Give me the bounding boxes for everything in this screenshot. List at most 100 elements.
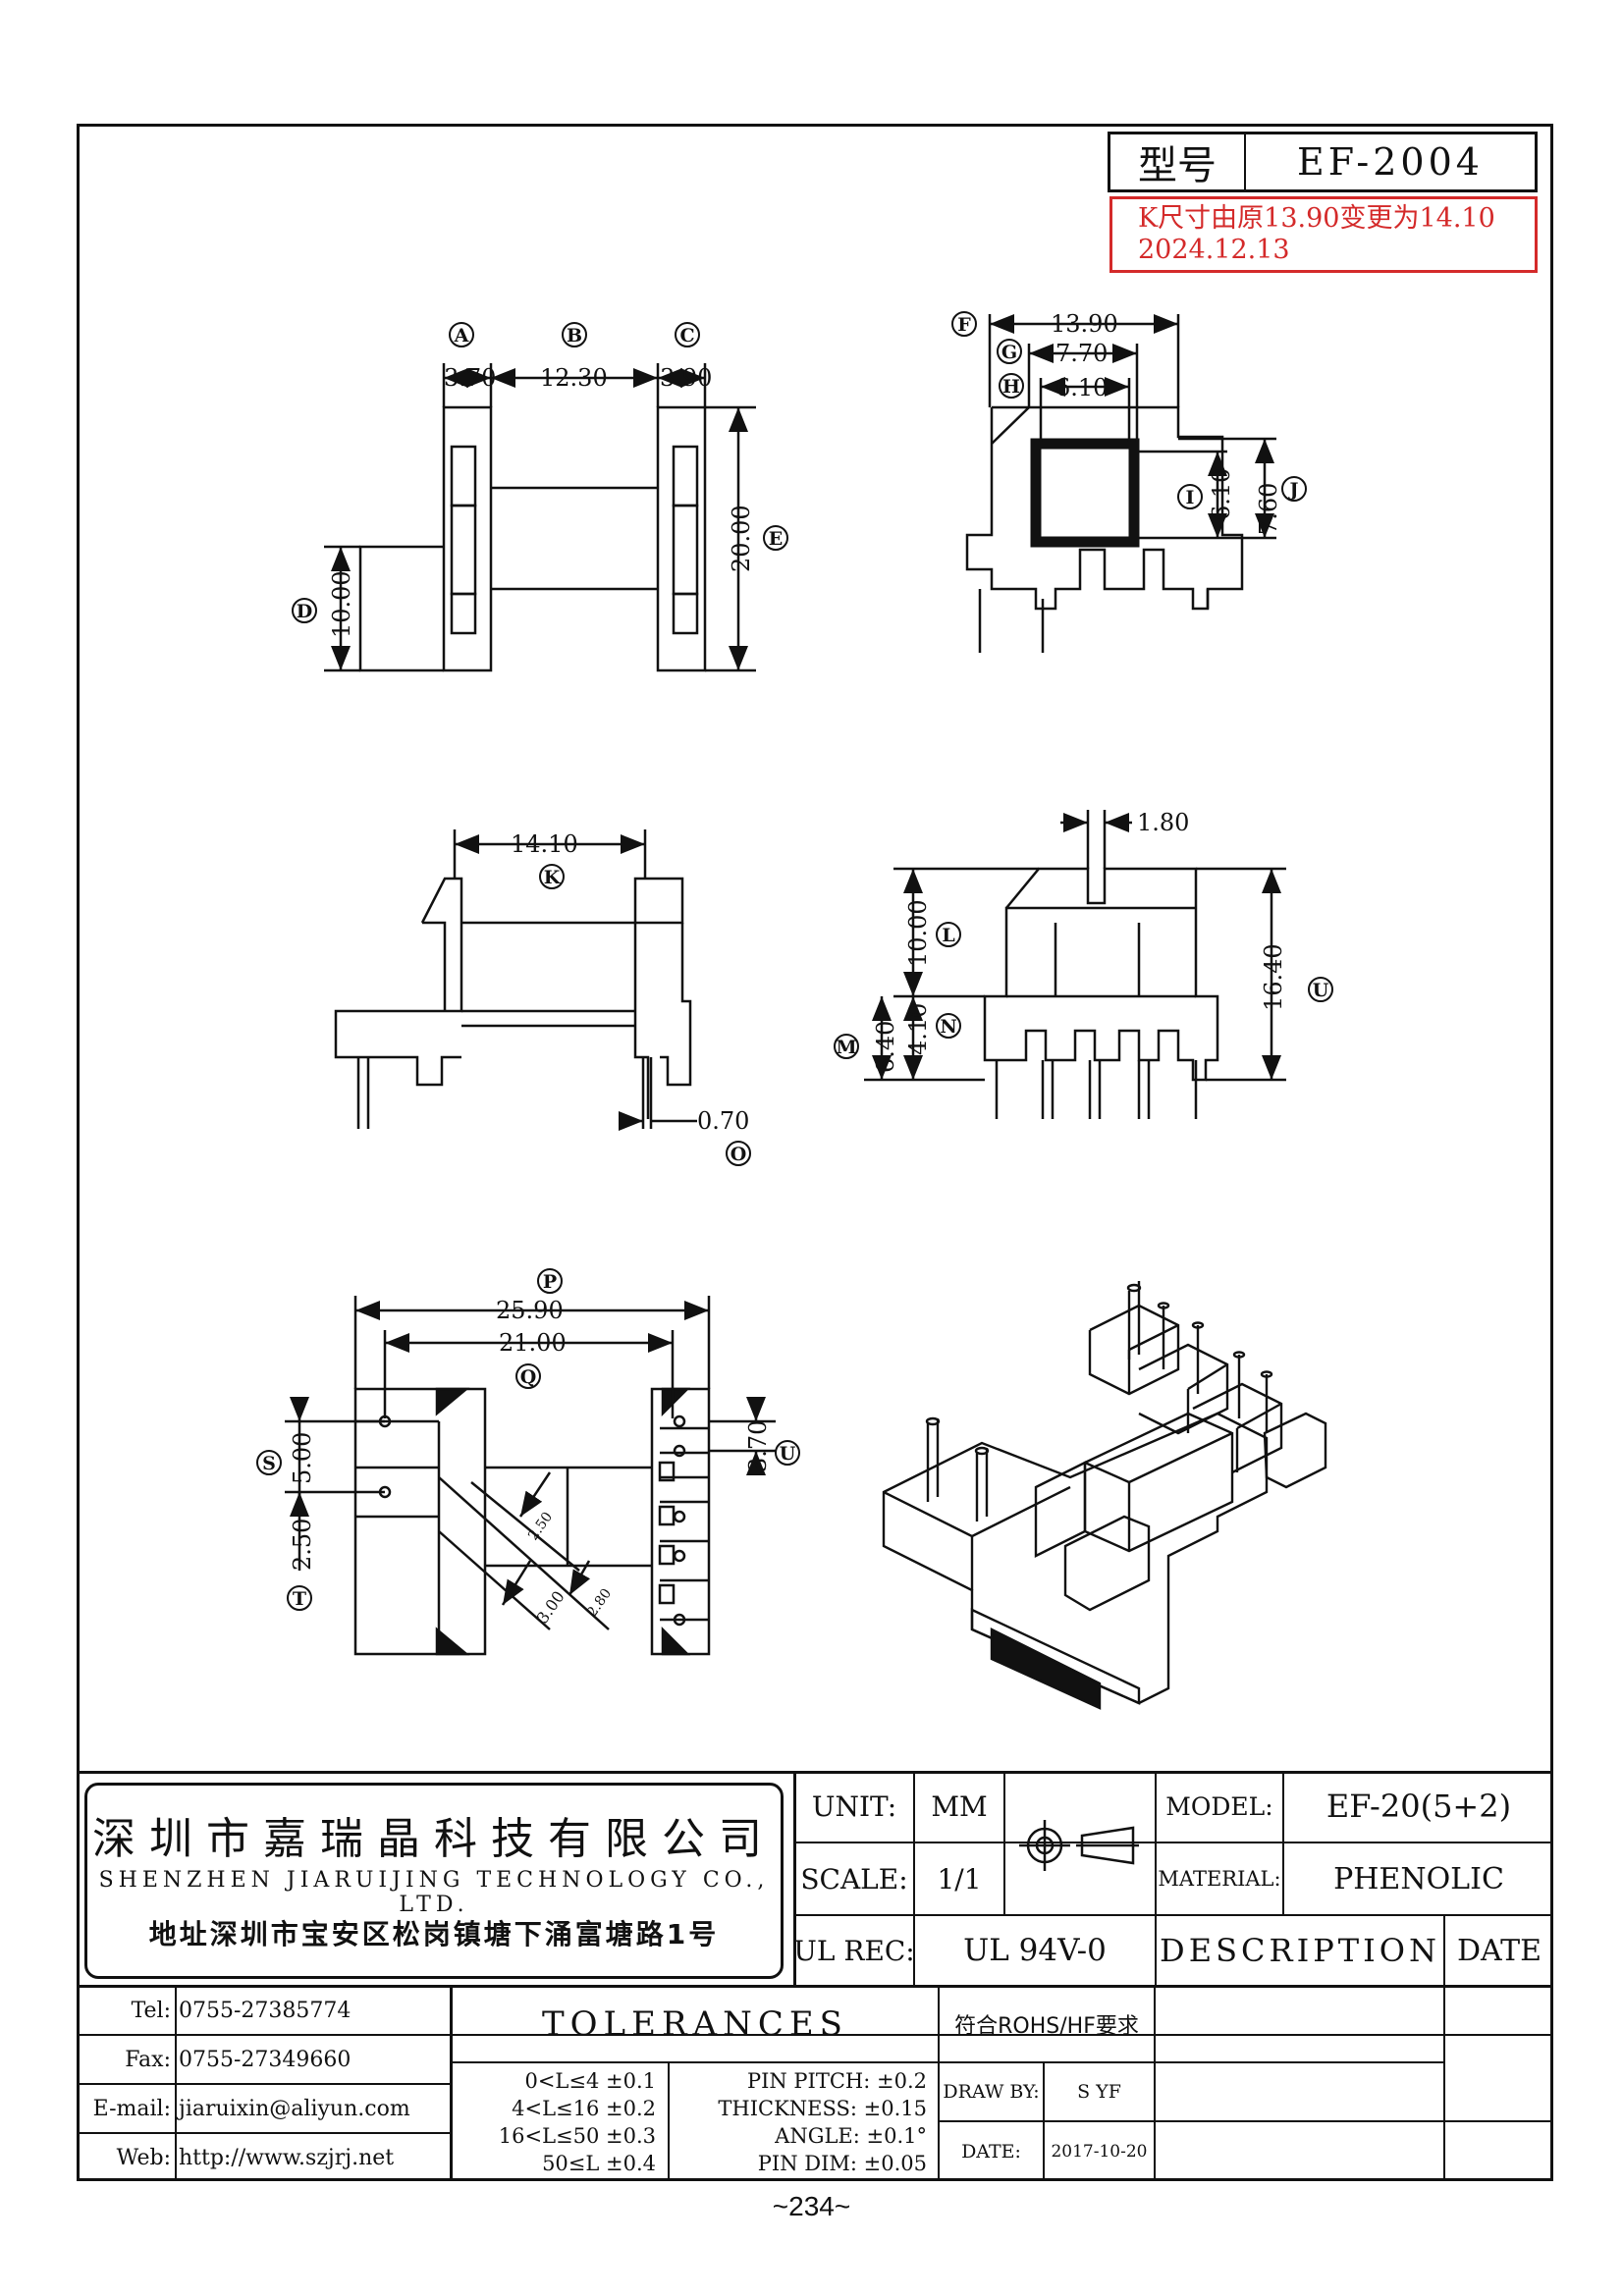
dim-slot-2: 3.00 — [533, 1587, 568, 1627]
dim-S: 5.00 — [289, 1432, 316, 1484]
circled-label-ring — [763, 525, 788, 551]
ul-rec-label: UL REC: — [793, 1934, 915, 1967]
dim-J: 7.60 — [1255, 483, 1282, 535]
circled-label-ring — [537, 1268, 563, 1294]
date-label: DATE — [1457, 1933, 1542, 1968]
circled-label-ring — [775, 1440, 800, 1466]
unit-label: UNIT: — [811, 1789, 897, 1823]
dim-I: 6.10 — [1208, 468, 1235, 520]
company-box: 深圳市嘉瑞晶科技有限公司 SHENZHEN JIARUIJING TECHNOL… — [84, 1783, 784, 1979]
tolerance-line: 4<L≤16 ±0.2 — [512, 2097, 656, 2120]
pin-tolerance-line: THICKNESS: ±0.15 — [718, 2097, 927, 2120]
circled-label-t: T — [293, 1588, 306, 1610]
circled-label-h: H — [1002, 376, 1020, 398]
circled-label-ring — [256, 1450, 282, 1475]
email-label: E-mail: — [92, 2096, 171, 2121]
company-name-en: SHENZHEN JIARUIJING TECHNOLOGY CO., LTD. — [98, 1868, 770, 1917]
dim-Q: 21.00 — [499, 1329, 567, 1357]
dim-C: 3.90 — [660, 364, 712, 392]
circled-label-ring — [1177, 484, 1203, 509]
circled-label-ring — [1308, 977, 1333, 1002]
email-value: jiaruixin@aliyun.com — [179, 2096, 410, 2121]
date-drawn-label: DATE: — [961, 2141, 1021, 2163]
circled-label-i: I — [1186, 487, 1195, 508]
revision-note: K尺寸由原13.90变更为14.10 2024.12.13 — [1109, 196, 1538, 273]
circled-label-ring — [936, 922, 961, 947]
circled-label-g: G — [1001, 342, 1017, 363]
model-number-box: 型号 EF-2004 — [1108, 132, 1538, 192]
circled-label-p: P — [543, 1271, 557, 1293]
length-tolerance-list: 0<L≤4 ±0.1 4<L≤16 ±0.2 16<L≤50 ±0.3 50≤L… — [454, 2067, 666, 2177]
dim-U-height: 16.40 — [1260, 943, 1287, 1011]
circled-label-m: M — [836, 1037, 856, 1058]
circled-label-j: J — [1288, 479, 1299, 501]
dim-B: 12.30 — [540, 364, 608, 392]
dim-K: 14.10 — [511, 830, 578, 858]
circled-label-f: F — [957, 314, 971, 336]
circled-label-ring — [726, 1141, 751, 1166]
pin-tolerance-list: PIN PITCH: ±0.2 THICKNESS: ±0.15 ANGLE: … — [672, 2067, 935, 2177]
draw-by-value: S YF — [1077, 2081, 1121, 2103]
circled-label-q: Q — [520, 1366, 537, 1388]
unit-value: MM — [931, 1789, 988, 1823]
circled-label-ring — [675, 322, 700, 347]
view-mid-left — [334, 829, 697, 1131]
tolerance-line: 50≤L ±0.4 — [542, 2152, 656, 2175]
pin-tolerance-line: ANGLE: ±0.1° — [775, 2124, 927, 2148]
web-label: Web: — [116, 2145, 171, 2170]
model-field-label: MODEL: — [1165, 1791, 1273, 1821]
dim-pin-width: 1.80 — [1137, 809, 1189, 836]
dim-T: 2.50 — [289, 1519, 316, 1571]
circled-label-s: S — [262, 1453, 276, 1474]
model-label: 型号 — [1110, 134, 1246, 189]
web-value: http://www.szjrj.net — [179, 2145, 395, 2170]
dim-slot-1: 2.50 — [525, 1510, 556, 1544]
scale-value: 1/1 — [937, 1862, 982, 1896]
circled-label-u: U — [780, 1443, 796, 1465]
dim-D: 10.00 — [328, 570, 355, 638]
circled-label-n: N — [940, 1016, 956, 1038]
dim-G: 7.70 — [1055, 340, 1108, 367]
tolerances-label: TOLERANCES — [542, 2004, 848, 2044]
ul-rec-value: UL 94V-0 — [963, 1933, 1107, 1968]
circled-label-o: O — [730, 1144, 747, 1165]
tel-label: Tel: — [131, 1998, 171, 2023]
view-bottom-left — [285, 1296, 776, 1656]
view-top-left — [324, 363, 756, 672]
projection-symbol-icon — [1019, 1820, 1139, 1871]
scale-label: SCALE: — [800, 1862, 908, 1896]
model-field-value: EF-20(5+2) — [1325, 1788, 1512, 1825]
dim-N: 4.10 — [904, 1003, 932, 1055]
revision-note-line2: 2024.12.13 — [1138, 235, 1290, 265]
company-name-cn: 深圳市嘉瑞晶科技有限公司 — [92, 1814, 776, 1864]
circled-label-l: L — [942, 925, 954, 946]
circled-label-ring — [562, 322, 587, 347]
dim-H: 6.10 — [1055, 374, 1108, 401]
page-number: ~234~ — [772, 2191, 851, 2221]
rohs-note: 符合ROHS/HF要求 — [954, 2014, 1139, 2039]
view-isometric — [882, 1281, 1327, 1710]
dim-L: 10.00 — [904, 899, 932, 967]
company-address: 地址深圳市宝安区松岗镇塘下涌富塘路1号 — [148, 1918, 720, 1950]
pin-tolerance-line: PIN DIM: ±0.05 — [757, 2152, 927, 2175]
pin-tolerance-line: PIN PITCH: ±0.2 — [746, 2069, 927, 2093]
circled-label-ring — [287, 1585, 312, 1611]
date-drawn-value: 2017-10-20 — [1051, 2142, 1148, 2162]
revision-note-line1: K尺寸由原13.90变更为14.10 — [1138, 203, 1495, 234]
drawing-frame — [77, 124, 1553, 2181]
circled-label-b: B — [567, 325, 582, 347]
circled-label-ring — [515, 1363, 541, 1389]
fax-value: 0755-27349660 — [179, 2047, 352, 2072]
circled-label-k: K — [544, 867, 562, 888]
circled-label-ring — [999, 373, 1024, 399]
circled-label-ring — [1281, 476, 1307, 502]
circled-label-ring — [449, 322, 474, 347]
description-label: DESCRIPTION — [1160, 1932, 1440, 1969]
circled-label-ring — [834, 1034, 859, 1059]
model-value: EF-2004 — [1297, 140, 1484, 184]
material-value: PHENOLIC — [1333, 1861, 1504, 1896]
circled-label-ring — [997, 339, 1022, 364]
circled-label-c: C — [679, 325, 694, 347]
circled-label-d: D — [297, 601, 312, 622]
